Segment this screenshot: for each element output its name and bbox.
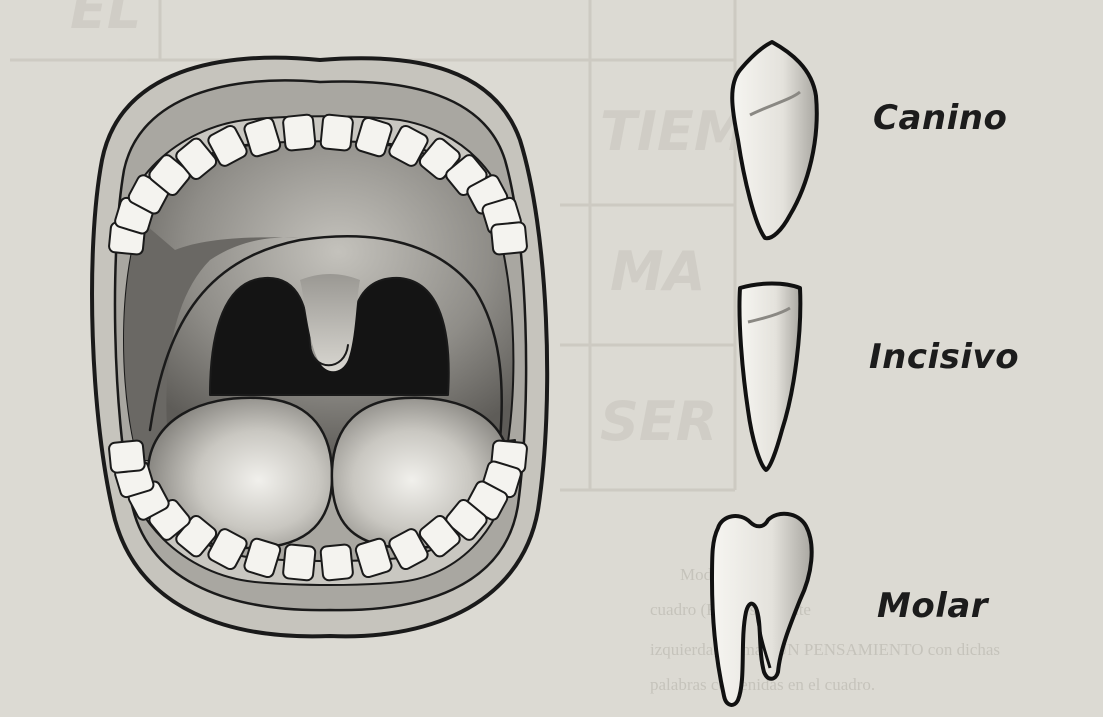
tooth: [283, 114, 316, 151]
tooth: [491, 222, 528, 255]
molar-label: Molar: [877, 586, 988, 626]
tooth: [109, 440, 146, 473]
incisor-tooth: [739, 284, 800, 471]
tooth: [320, 544, 353, 581]
incisor-label: Incisivo: [869, 337, 1019, 377]
molar-tooth: [712, 514, 812, 705]
tooth: [320, 114, 353, 151]
tooth: [283, 544, 316, 581]
open-mouth: [92, 58, 547, 637]
canine-tooth: [732, 42, 817, 238]
canine-label: Canino: [873, 98, 1007, 138]
